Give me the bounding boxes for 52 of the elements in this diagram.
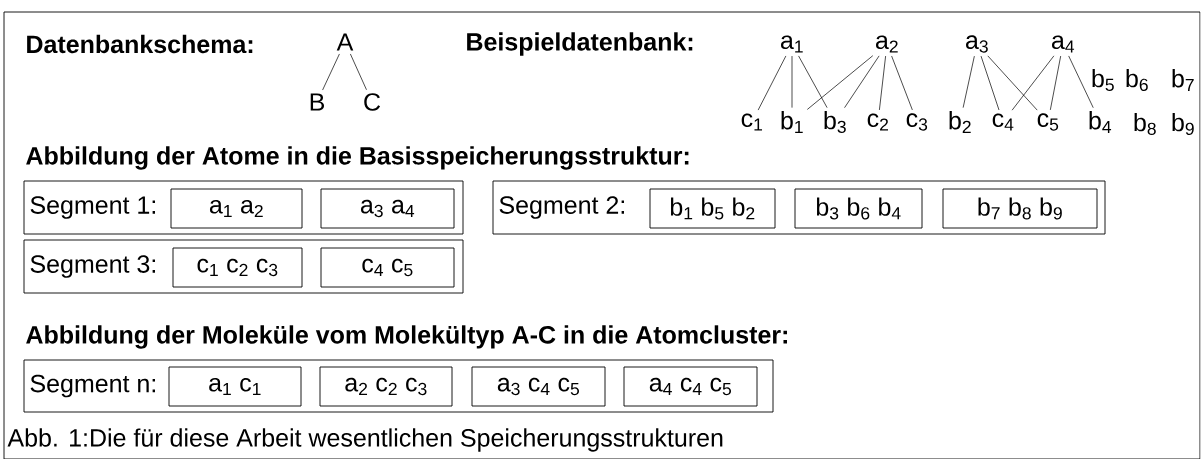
node-label: b$_{7}$ — [1172, 69, 1194, 91]
connector-line — [844, 55, 880, 109]
connector-line — [798, 55, 828, 108]
connector-line — [1011, 55, 1055, 111]
node-label: a$_{2}$ — [876, 35, 898, 53]
node-label: b$_{2}$ — [949, 111, 971, 133]
section-heading: Beispieldatenbank: — [467, 32, 693, 56]
section-heading: Datenbankschema: — [27, 34, 253, 54]
section-heading: Abbildung der Atome in die Basisspeicherungsstruktur: — [26, 146, 689, 170]
connector-line — [962, 55, 975, 108]
connector-line — [791, 55, 793, 108]
atom-box: b$_{1}$ b$_{5}$ b$_{2}$ — [649, 188, 776, 229]
atom-box: a$_{1}$ c$_{1}$ — [168, 366, 302, 407]
atom-box: c$_{1}$ c$_{2}$ c$_{3}$ — [172, 247, 303, 288]
node-label: c$_{1}$ — [741, 113, 762, 131]
connector-line — [322, 53, 340, 91]
connector-line — [891, 55, 913, 111]
node-label: b$_{8}$ — [1134, 113, 1156, 135]
section-heading: Abbildung der Moleküle vom Molekültyp A-C in die Atomcluster: — [26, 325, 787, 349]
node-label: a$_{3}$ — [966, 35, 988, 53]
node-label: b$_{9}$ — [1172, 113, 1194, 135]
node-label: a$_{1}$ — [781, 35, 803, 53]
atom-box: b$_{3}$ b$_{6}$ b$_{4}$ — [794, 188, 923, 229]
atom-box: a$_{1}$ a$_{2}$ — [170, 188, 303, 229]
connector-line — [1068, 55, 1094, 109]
node-label: b$_{5}$ — [1092, 69, 1114, 91]
connector-line — [987, 55, 1038, 111]
atom-box: a$_{3}$ c$_{4}$ c$_{5}$ — [471, 366, 606, 407]
connector-line — [757, 55, 787, 111]
connector-line — [1050, 55, 1062, 111]
atom-box: a$_{2}$ c$_{2}$ c$_{3}$ — [319, 366, 453, 407]
node-label: b$_{1}$ — [781, 111, 803, 133]
node-label: a$_{4}$ — [1052, 35, 1075, 53]
caption: Abb. 1:Die für diese Arbeit wesentlichen Speicherungsstrukturen — [7, 428, 723, 452]
connector-line — [350, 53, 367, 91]
connector-line — [806, 55, 874, 110]
atom-box: c$_{4}$ c$_{5}$ — [320, 247, 455, 288]
connector-line — [980, 55, 1000, 111]
connector-line — [879, 55, 886, 111]
node-label: c$_{3}$ — [906, 113, 928, 131]
node-label: b$_{3}$ — [824, 111, 846, 133]
node-label: b$_{4}$ — [1089, 111, 1112, 133]
node-label: c$_{4}$ — [992, 113, 1014, 131]
atom-box: b$_{7}$ b$_{8}$ b$_{9}$ — [942, 188, 1098, 229]
node-label: C — [364, 93, 381, 111]
atom-box: a$_{4}$ c$_{4}$ c$_{5}$ — [623, 366, 758, 407]
node-label: B — [310, 93, 324, 111]
node-label: A — [336, 33, 354, 51]
node-label: c$_{5}$ — [1037, 113, 1059, 131]
atom-box: a$_{3}$ a$_{4}$ — [320, 188, 455, 229]
node-label: c$_{2}$ — [867, 113, 888, 131]
node-label: b$_{6}$ — [1126, 69, 1148, 91]
